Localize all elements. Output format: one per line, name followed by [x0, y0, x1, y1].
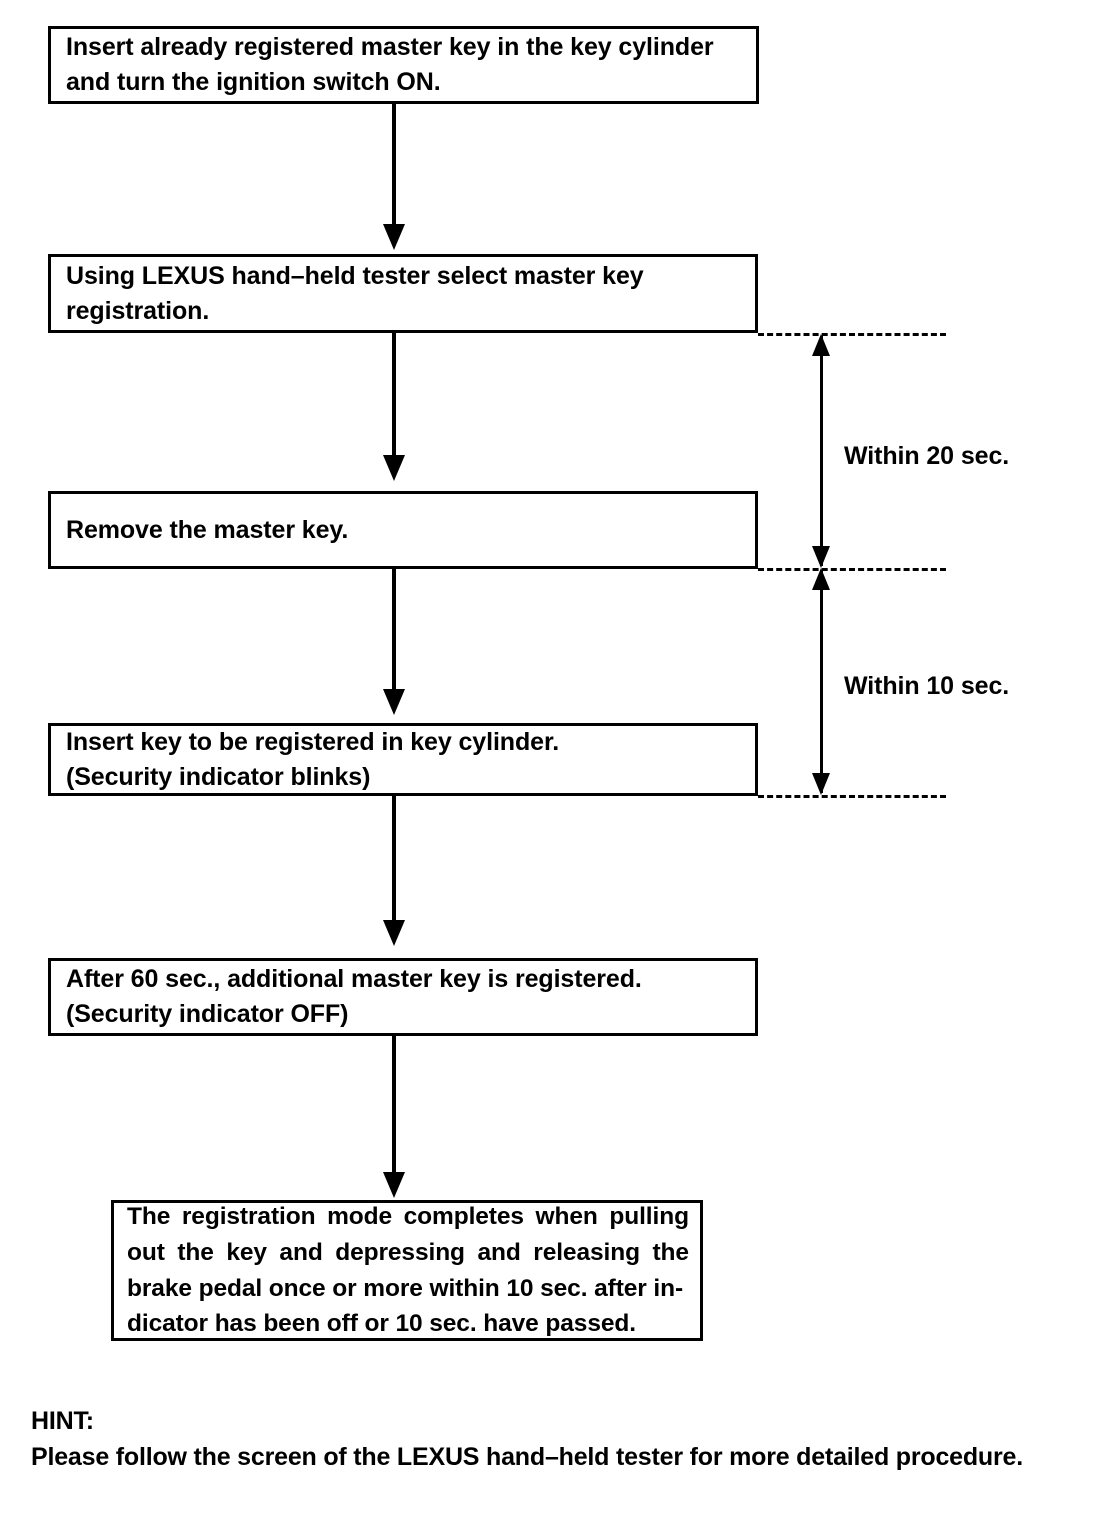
- connector-arrow-5: [392, 1036, 396, 1176]
- word: completes: [403, 1203, 524, 1231]
- connector-arrow-2: [392, 333, 396, 459]
- dimension-arrowhead-up-10: [812, 568, 830, 590]
- flow-box-select-registration: Using LEXUS hand–held tester select mast…: [48, 254, 758, 333]
- word: The: [127, 1203, 171, 1231]
- flow-box-line: (Security indicator blinks): [66, 762, 371, 791]
- flow-box-line: (Security indicator OFF): [66, 1000, 349, 1028]
- connector-arrow-3: [392, 569, 396, 693]
- dimension-arrowhead-down-20: [812, 546, 830, 568]
- dimension-leader-line-top: [758, 333, 946, 336]
- dimension-arrowhead-up-20: [812, 334, 830, 356]
- flow-box-line: brake pedal once or more within 10 sec. …: [127, 1274, 684, 1302]
- word: and: [477, 1238, 521, 1266]
- timing-label-within-10-sec: Within 10 sec.: [844, 672, 1010, 700]
- connector-arrow-4: [392, 796, 396, 924]
- dimension-arrow-within-20-sec: [820, 336, 823, 566]
- flow-box-remove-master-key: Remove the master key.: [48, 491, 758, 569]
- flow-box-line: The registration mode completes when pulling: [114, 1199, 700, 1235]
- word: key: [226, 1238, 267, 1266]
- flow-box-line: and turn the ignition switch ON.: [66, 68, 441, 96]
- word: registration: [181, 1203, 316, 1231]
- flow-box-insert-master-key: Insert already registered master key in …: [48, 26, 759, 104]
- connector-arrowhead-1: [383, 224, 405, 250]
- flow-box-after-60-sec: After 60 sec., additional master key is …: [48, 958, 758, 1036]
- word: releasing: [533, 1238, 640, 1266]
- timing-label-within-20-sec: Within 20 sec.: [844, 442, 1010, 470]
- flow-box-line: Insert key to be registered in key cylin…: [66, 727, 560, 756]
- connector-arrow-1: [392, 104, 396, 228]
- dimension-arrow-within-10-sec: [820, 570, 823, 793]
- word: out: [127, 1238, 165, 1266]
- word: pulling: [609, 1203, 689, 1231]
- flow-box-line: After 60 sec., additional master key is …: [66, 965, 642, 993]
- hint-label: HINT:: [31, 1407, 94, 1435]
- word: and: [279, 1238, 323, 1266]
- word: depressing: [335, 1238, 465, 1266]
- word: the: [652, 1238, 689, 1266]
- flow-box-insert-new-key: Insert key to be registered in key cylin…: [48, 723, 758, 796]
- flow-box-line: Insert already registered master key in …: [66, 33, 714, 61]
- dimension-leader-line-bottom: [758, 795, 946, 798]
- flow-box-line: registration.: [66, 296, 210, 325]
- hint-text: Please follow the screen of the LEXUS ha…: [31, 1443, 1023, 1471]
- flow-box-line: Using LEXUS hand–held tester select mast…: [66, 261, 644, 290]
- word: mode: [327, 1203, 393, 1231]
- connector-arrowhead-2: [383, 455, 405, 481]
- connector-arrowhead-5: [383, 1172, 405, 1198]
- flow-box-line: Remove the master key.: [66, 515, 349, 544]
- dimension-arrowhead-down-10: [812, 773, 830, 795]
- word: the: [177, 1238, 214, 1266]
- word: when: [535, 1203, 598, 1231]
- connector-arrowhead-4: [383, 920, 405, 946]
- flow-box-line: dicator has been off or 10 sec. have pas…: [127, 1310, 636, 1338]
- dimension-leader-line-middle: [758, 568, 946, 571]
- connector-arrowhead-3: [383, 689, 405, 715]
